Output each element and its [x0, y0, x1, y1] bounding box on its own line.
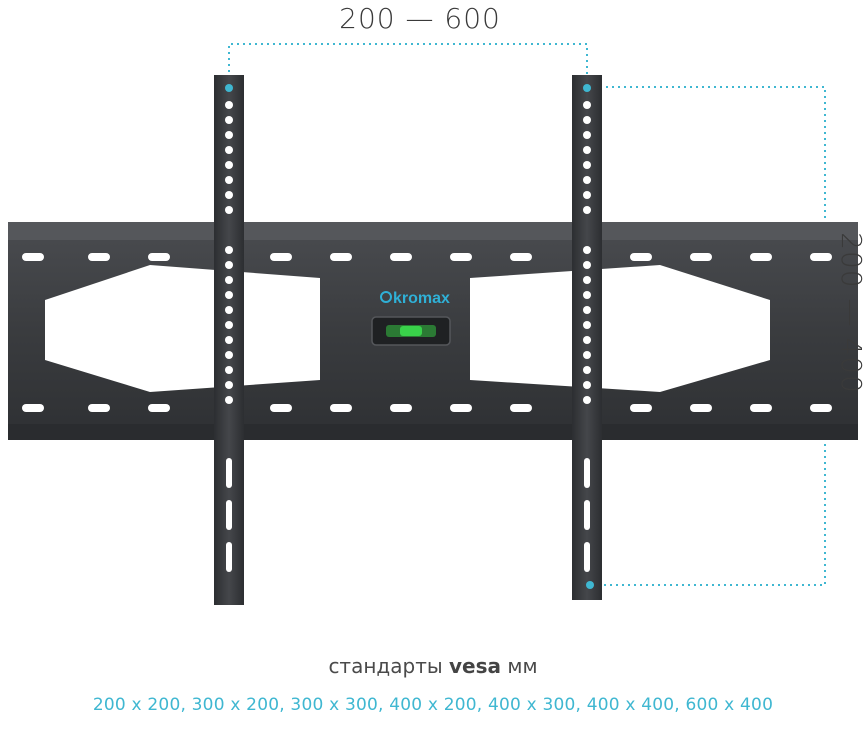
vertical-dimension-label: 200 — 400	[835, 232, 866, 394]
right-mounting-arm	[572, 75, 602, 600]
caption-prefix: стандарты	[328, 654, 443, 678]
vesa-caption: стандарты vesa мм	[0, 654, 866, 678]
wall-plate: kromax	[8, 222, 858, 440]
horizontal-dimension-label: 200 — 600	[339, 2, 501, 35]
brand-logo: kromax	[380, 290, 450, 307]
caption-standard: vesa	[449, 654, 502, 678]
left-mounting-arm	[214, 75, 244, 605]
brand-logo-text: kromax	[393, 290, 450, 307]
bubble-level-icon	[371, 316, 451, 346]
supported-vesa-sizes: 200 x 200, 300 x 200, 300 x 300, 400 x 2…	[92, 695, 774, 715]
caption-unit: мм	[507, 654, 538, 678]
